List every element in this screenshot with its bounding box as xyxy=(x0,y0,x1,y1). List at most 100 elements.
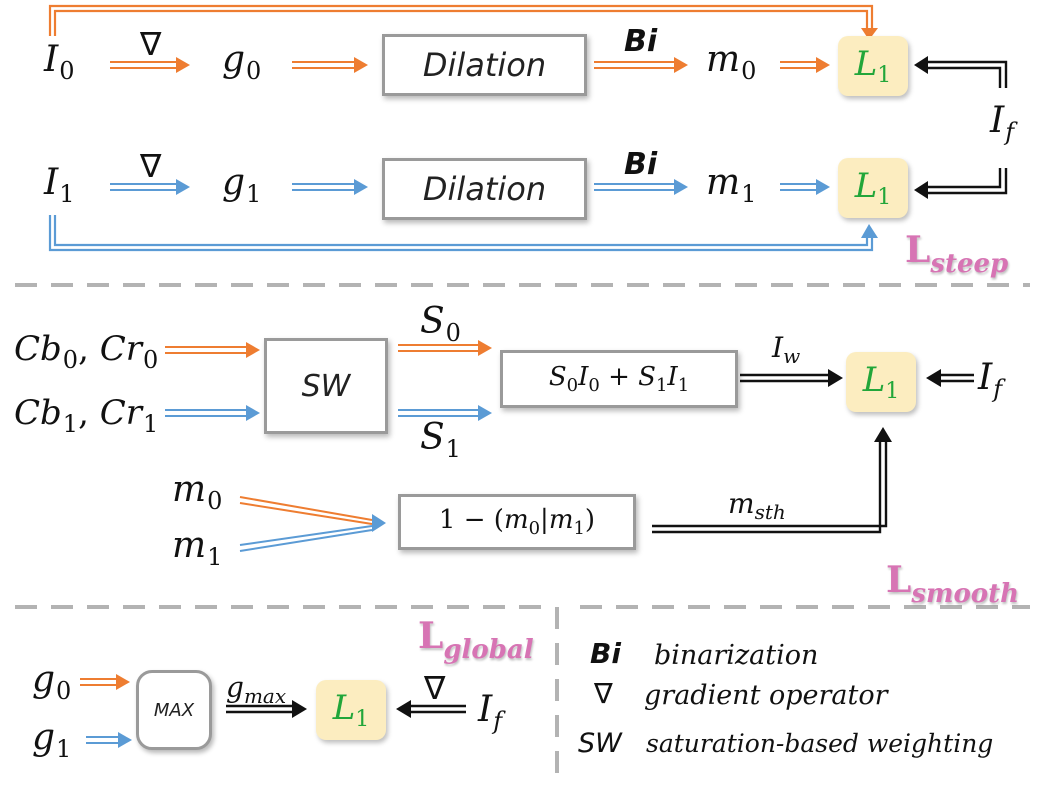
mask-complement-expr: 1 − (m0|m1) xyxy=(439,505,595,539)
mask-m0-smooth: m0 xyxy=(172,469,222,514)
mask-m0-smooth-symbol: m xyxy=(172,469,207,510)
input-cr1-symbol: Cr xyxy=(99,393,142,433)
l1-loss-global: L1 xyxy=(316,680,386,740)
weighted-sum-expr: S0I0 + S1I1 xyxy=(549,362,689,396)
weighted-sum-box: S0I0 + S1I1 xyxy=(500,350,738,408)
input-i1-sub: 1 xyxy=(59,180,75,208)
input-cb1-sub: 1 xyxy=(62,410,79,438)
arrow-row0-top-loop-head xyxy=(861,28,878,40)
fused-if-smooth: If xyxy=(978,357,1002,402)
loss-label-steep: Lsteep xyxy=(905,232,1008,277)
mc-m1: m xyxy=(548,505,574,535)
l1-loss-steep-row0: L1 xyxy=(838,36,908,96)
mask-m1-smooth: m1 xyxy=(172,525,223,571)
legend-text-gradient: gradient operator xyxy=(644,680,888,711)
dilation-box-row1: Dilation xyxy=(382,158,587,220)
input-cb0-symbol: Cb xyxy=(14,329,62,369)
arrow-row1-bottom-loop-head xyxy=(861,224,878,238)
grad-g0-sub: 0 xyxy=(246,57,262,85)
mc-minus: − xyxy=(463,505,486,535)
dilation-label-row1: Dilation xyxy=(422,170,547,208)
fused-if-global: If xyxy=(478,689,502,734)
mask-m1-symbol: m xyxy=(706,162,741,203)
l1-loss-global-name: L xyxy=(332,688,356,728)
loss-label-global-sub: global xyxy=(443,635,534,665)
mc-m0: m xyxy=(503,505,529,535)
arrow-cbcr0-to-sw xyxy=(165,342,260,358)
weight-s1-symbol: S xyxy=(420,417,445,458)
grad-gmax-symbol: g xyxy=(226,671,244,704)
dilation-label-row0: Dilation xyxy=(422,46,547,84)
input-cb1-symbol: Cb xyxy=(14,393,62,433)
grad-g1-global: g1 xyxy=(32,717,71,762)
arrow-row0-top-loop xyxy=(48,4,874,36)
arrow-if-to-l1-top xyxy=(925,60,1008,88)
ws-i1: I xyxy=(667,362,678,392)
arrow-weighted-to-l1 xyxy=(740,369,843,387)
l1-loss-steep-row0-text: L1 xyxy=(855,44,892,88)
arrow-row1-bottom-loop xyxy=(48,215,874,252)
arrow-m1-to-mask xyxy=(239,525,373,552)
arrow-g0-to-dilation xyxy=(292,57,368,73)
arrow-cbcr1-to-sw xyxy=(165,405,260,421)
input-cr0-symbol: Cr xyxy=(99,329,142,369)
arrow-mask-to-l1-head xyxy=(874,427,892,442)
ws-i1-sub: 1 xyxy=(677,375,690,396)
arrow-dilation-to-m0 xyxy=(594,57,688,73)
grad-g1-global-symbol: g xyxy=(32,717,56,758)
dilation-box-row0: Dilation xyxy=(382,34,587,96)
loss-label-smooth-sub: smooth xyxy=(911,579,1020,609)
input-cbcr1-comma: , xyxy=(78,393,100,433)
l1-loss-smooth-text: L1 xyxy=(863,360,900,404)
input-i0-symbol: I xyxy=(44,39,59,80)
ws-s1: S xyxy=(638,362,656,392)
sw-label: SW xyxy=(301,368,351,404)
arrow-g1-to-dilation xyxy=(292,179,368,195)
mask-msth-symbol: m xyxy=(728,487,755,520)
loss-label-global: Lglobal xyxy=(418,618,534,663)
mask-m1: m1 xyxy=(706,162,756,207)
grad-g0: g0 xyxy=(222,42,262,85)
input-cbcr1: Cb1, Cr1 xyxy=(14,396,158,436)
arrow-sw-to-weighted-s0 xyxy=(398,340,492,356)
arrow-m1-to-l1 xyxy=(780,179,830,195)
l1-loss-global-sub: 1 xyxy=(355,707,370,732)
ws-i0-sub: 0 xyxy=(588,375,600,396)
grad-g1-symbol: g xyxy=(222,162,246,203)
arrow-max-to-l1 xyxy=(226,700,307,718)
mc-one: 1 xyxy=(438,505,456,535)
arrow-m0-to-mask xyxy=(239,496,373,525)
arrow-i0-to-g0 xyxy=(110,57,190,73)
input-cbcr0-comma: , xyxy=(78,329,100,369)
weighted-iw-symbol: I xyxy=(772,331,784,364)
fused-if-steep-sub: f xyxy=(1005,118,1015,146)
fused-if-steep: If xyxy=(990,103,1015,146)
mc-close: ) xyxy=(584,505,596,535)
l1-loss-steep-row1-name: L xyxy=(854,166,878,206)
mc-m1-sub: 1 xyxy=(573,518,585,539)
l1-loss-steep-row0-name: L xyxy=(854,44,878,84)
l1-loss-smooth-name: L xyxy=(862,360,886,400)
mc-bar: | xyxy=(540,505,549,535)
fused-if-global-symbol: I xyxy=(478,689,493,730)
ws-plus: + xyxy=(608,362,630,392)
legend-text-bi: binarization xyxy=(654,640,819,671)
gradient-symbol-global: ∇ xyxy=(424,669,446,707)
mask-msth: msth xyxy=(728,487,786,524)
weight-s0-sub: 0 xyxy=(445,319,461,347)
arrow-g0-to-max xyxy=(80,674,130,690)
ws-s1-sub: 1 xyxy=(655,375,668,396)
loss-label-smooth: Lsmooth xyxy=(886,562,1019,607)
l1-loss-smooth-sub: 1 xyxy=(885,379,900,404)
weight-s0: S0 xyxy=(420,304,461,347)
mask-m1-smooth-sub: 1 xyxy=(207,543,223,571)
arrow-i1-to-g1 xyxy=(110,179,190,195)
arrow-if-to-l1-bottom xyxy=(925,168,1008,195)
mask-m1-smooth-symbol: m xyxy=(172,525,207,566)
loss-label-steep-sub: steep xyxy=(930,249,1009,279)
mask-msth-sub: sth xyxy=(754,500,786,524)
legend-key-bi: Bi xyxy=(590,637,621,670)
fused-if-smooth-symbol: I xyxy=(978,357,993,398)
gradient-symbol-row1: ∇ xyxy=(140,147,162,185)
